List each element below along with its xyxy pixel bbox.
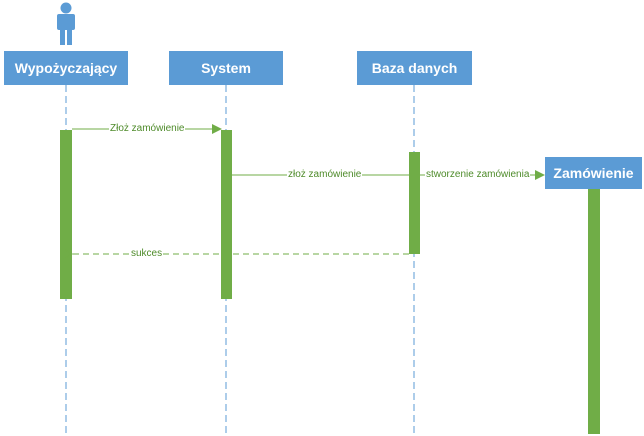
lifeline-borrower: Wypożyczający <box>4 51 128 85</box>
activation-bar-borrower <box>60 130 72 299</box>
lifeline-system-label: System <box>201 60 251 76</box>
lifeline-database-label: Baza danych <box>371 60 458 76</box>
activation-bar-order <box>588 186 600 434</box>
activation-bar-database <box>409 152 420 254</box>
lifeline-system: System <box>169 51 283 85</box>
lifeline-order: Zamówienie <box>545 157 642 189</box>
message-label-3: stworzenie zamówienia <box>425 169 531 181</box>
lifeline-order-label: Zamówienie <box>553 165 634 181</box>
message-label-1: Złoż zamówienie <box>109 123 186 135</box>
actor-icon <box>57 2 75 45</box>
message-label-2: złoż zamówienie <box>287 169 363 181</box>
message-label-4: sukces <box>130 248 164 260</box>
lifeline-borrower-label: Wypożyczający <box>14 60 118 76</box>
activation-bar-system <box>221 130 232 299</box>
lifeline-database: Baza danych <box>357 51 472 85</box>
